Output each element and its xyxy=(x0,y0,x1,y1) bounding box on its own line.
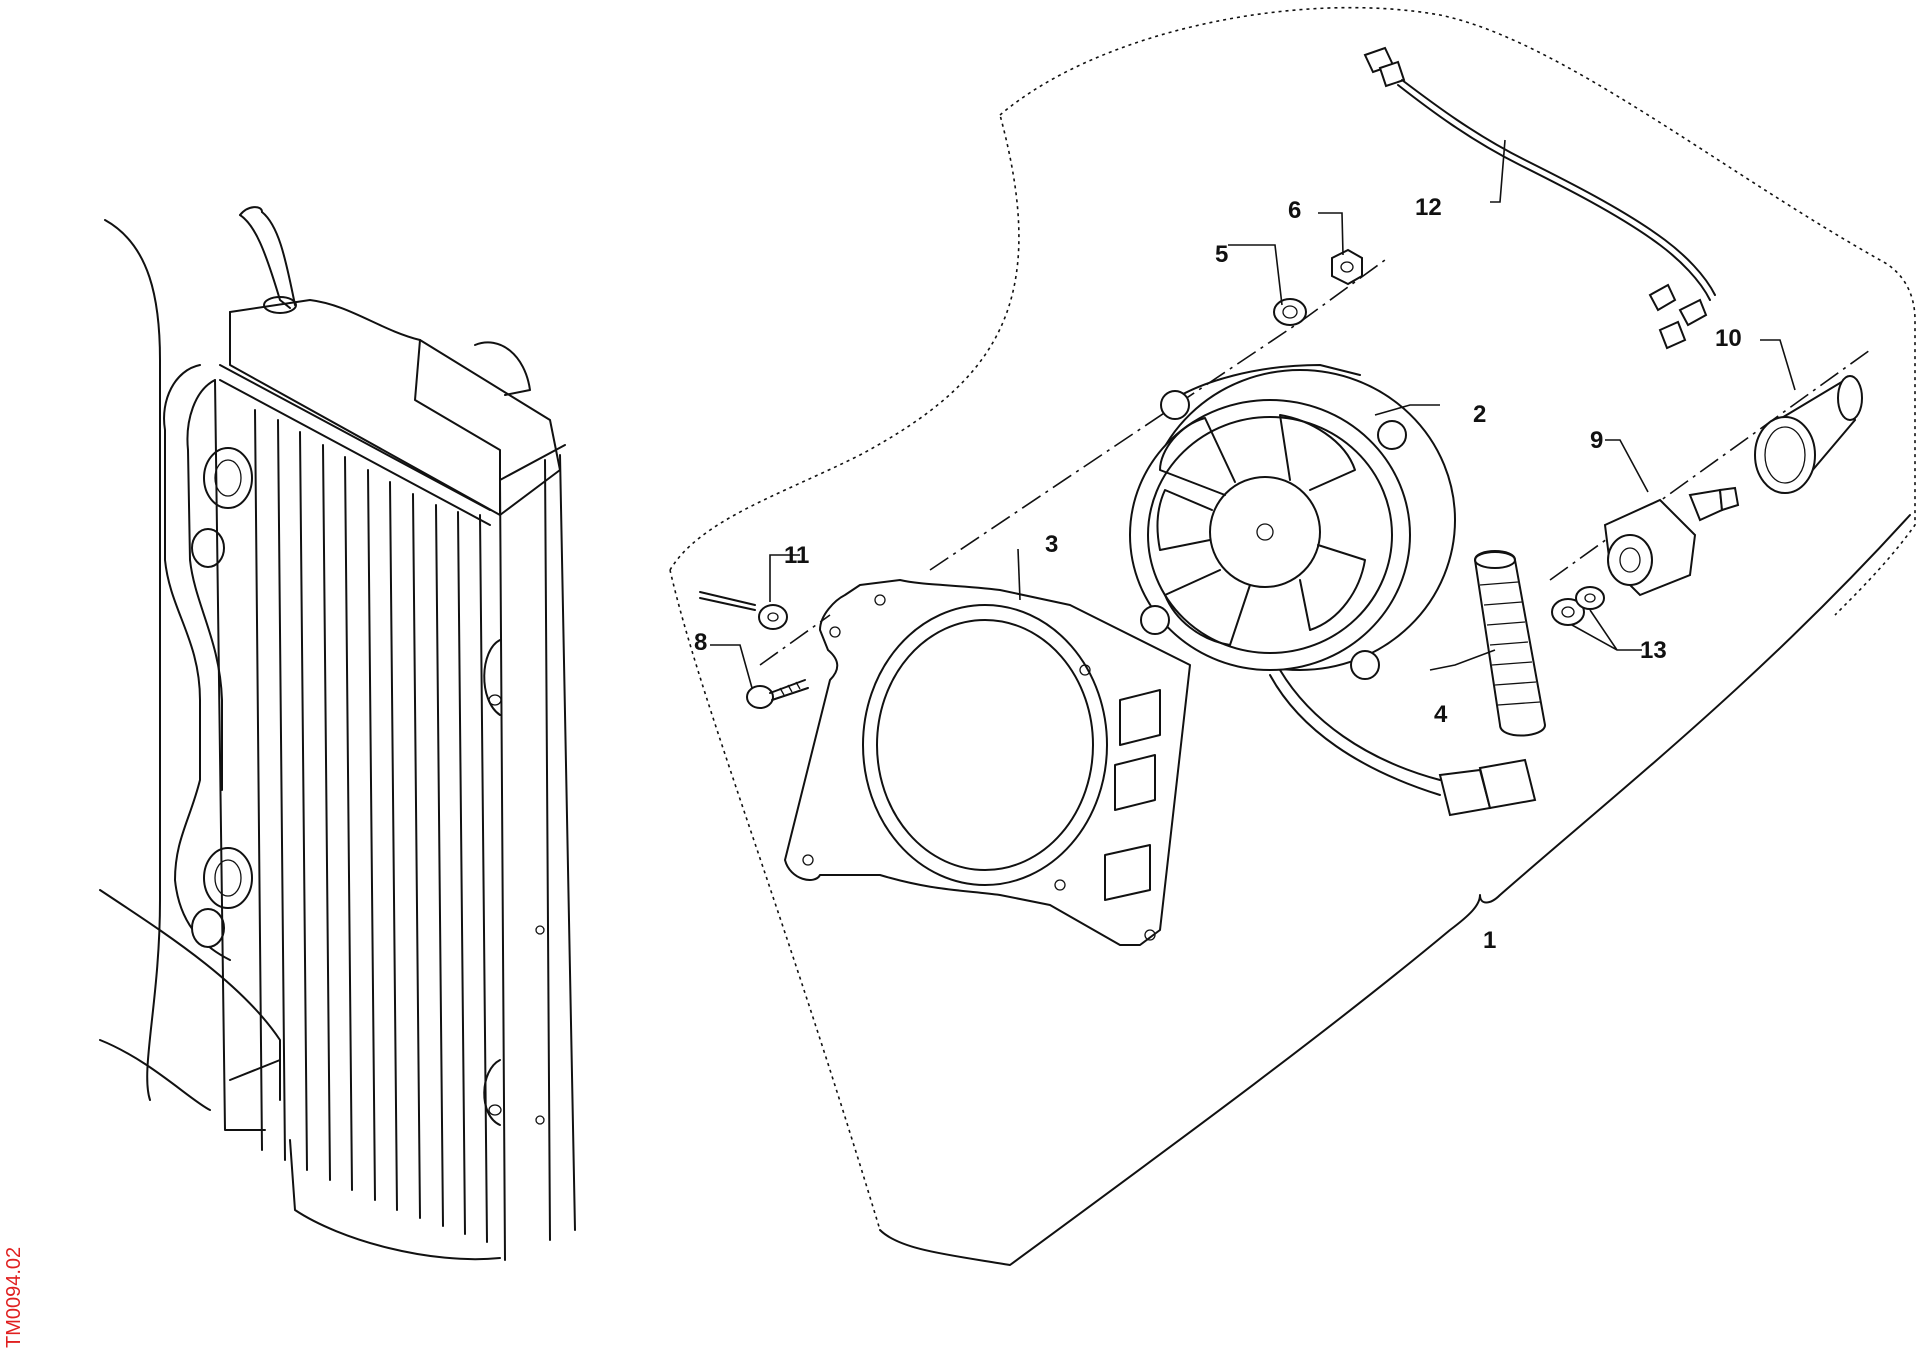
callout-10: 10 xyxy=(1715,325,1742,352)
callout-1: 1 xyxy=(1483,927,1496,954)
callout-4: 4 xyxy=(1434,701,1448,728)
callout-6: 6 xyxy=(1288,197,1301,224)
callout-2: 2 xyxy=(1473,401,1486,428)
fan-bracket xyxy=(784,579,1191,946)
radiator-assembly xyxy=(99,206,576,1261)
thermo-switch xyxy=(1603,486,1740,597)
wire-harness xyxy=(1363,46,1716,350)
rivet xyxy=(699,591,788,630)
kit-outline xyxy=(879,514,1911,1266)
hose xyxy=(1473,550,1547,737)
radiator-fins xyxy=(254,409,488,1243)
drawing-code: TM0094.02 xyxy=(3,1247,25,1348)
washers xyxy=(1551,586,1605,626)
callout-3: 3 xyxy=(1045,531,1058,558)
callout-12: 12 xyxy=(1415,194,1442,221)
callout-13: 13 xyxy=(1640,637,1667,664)
cooling-fan xyxy=(1129,364,1537,817)
rubber-cap xyxy=(1754,375,1863,494)
kit-boundary xyxy=(669,6,1916,1231)
callout-8: 8 xyxy=(694,629,707,656)
callout-labels: 1 2 3 4 5 6 8 9 10 11 12 13 xyxy=(694,194,1742,954)
leader-lines xyxy=(710,139,1796,689)
callout-5: 5 xyxy=(1215,241,1228,268)
callout-9: 9 xyxy=(1590,427,1603,454)
washer-and-nut xyxy=(1273,248,1363,326)
screw xyxy=(746,679,809,709)
callout-11: 11 xyxy=(784,542,809,569)
assembly-axis xyxy=(929,321,1301,571)
